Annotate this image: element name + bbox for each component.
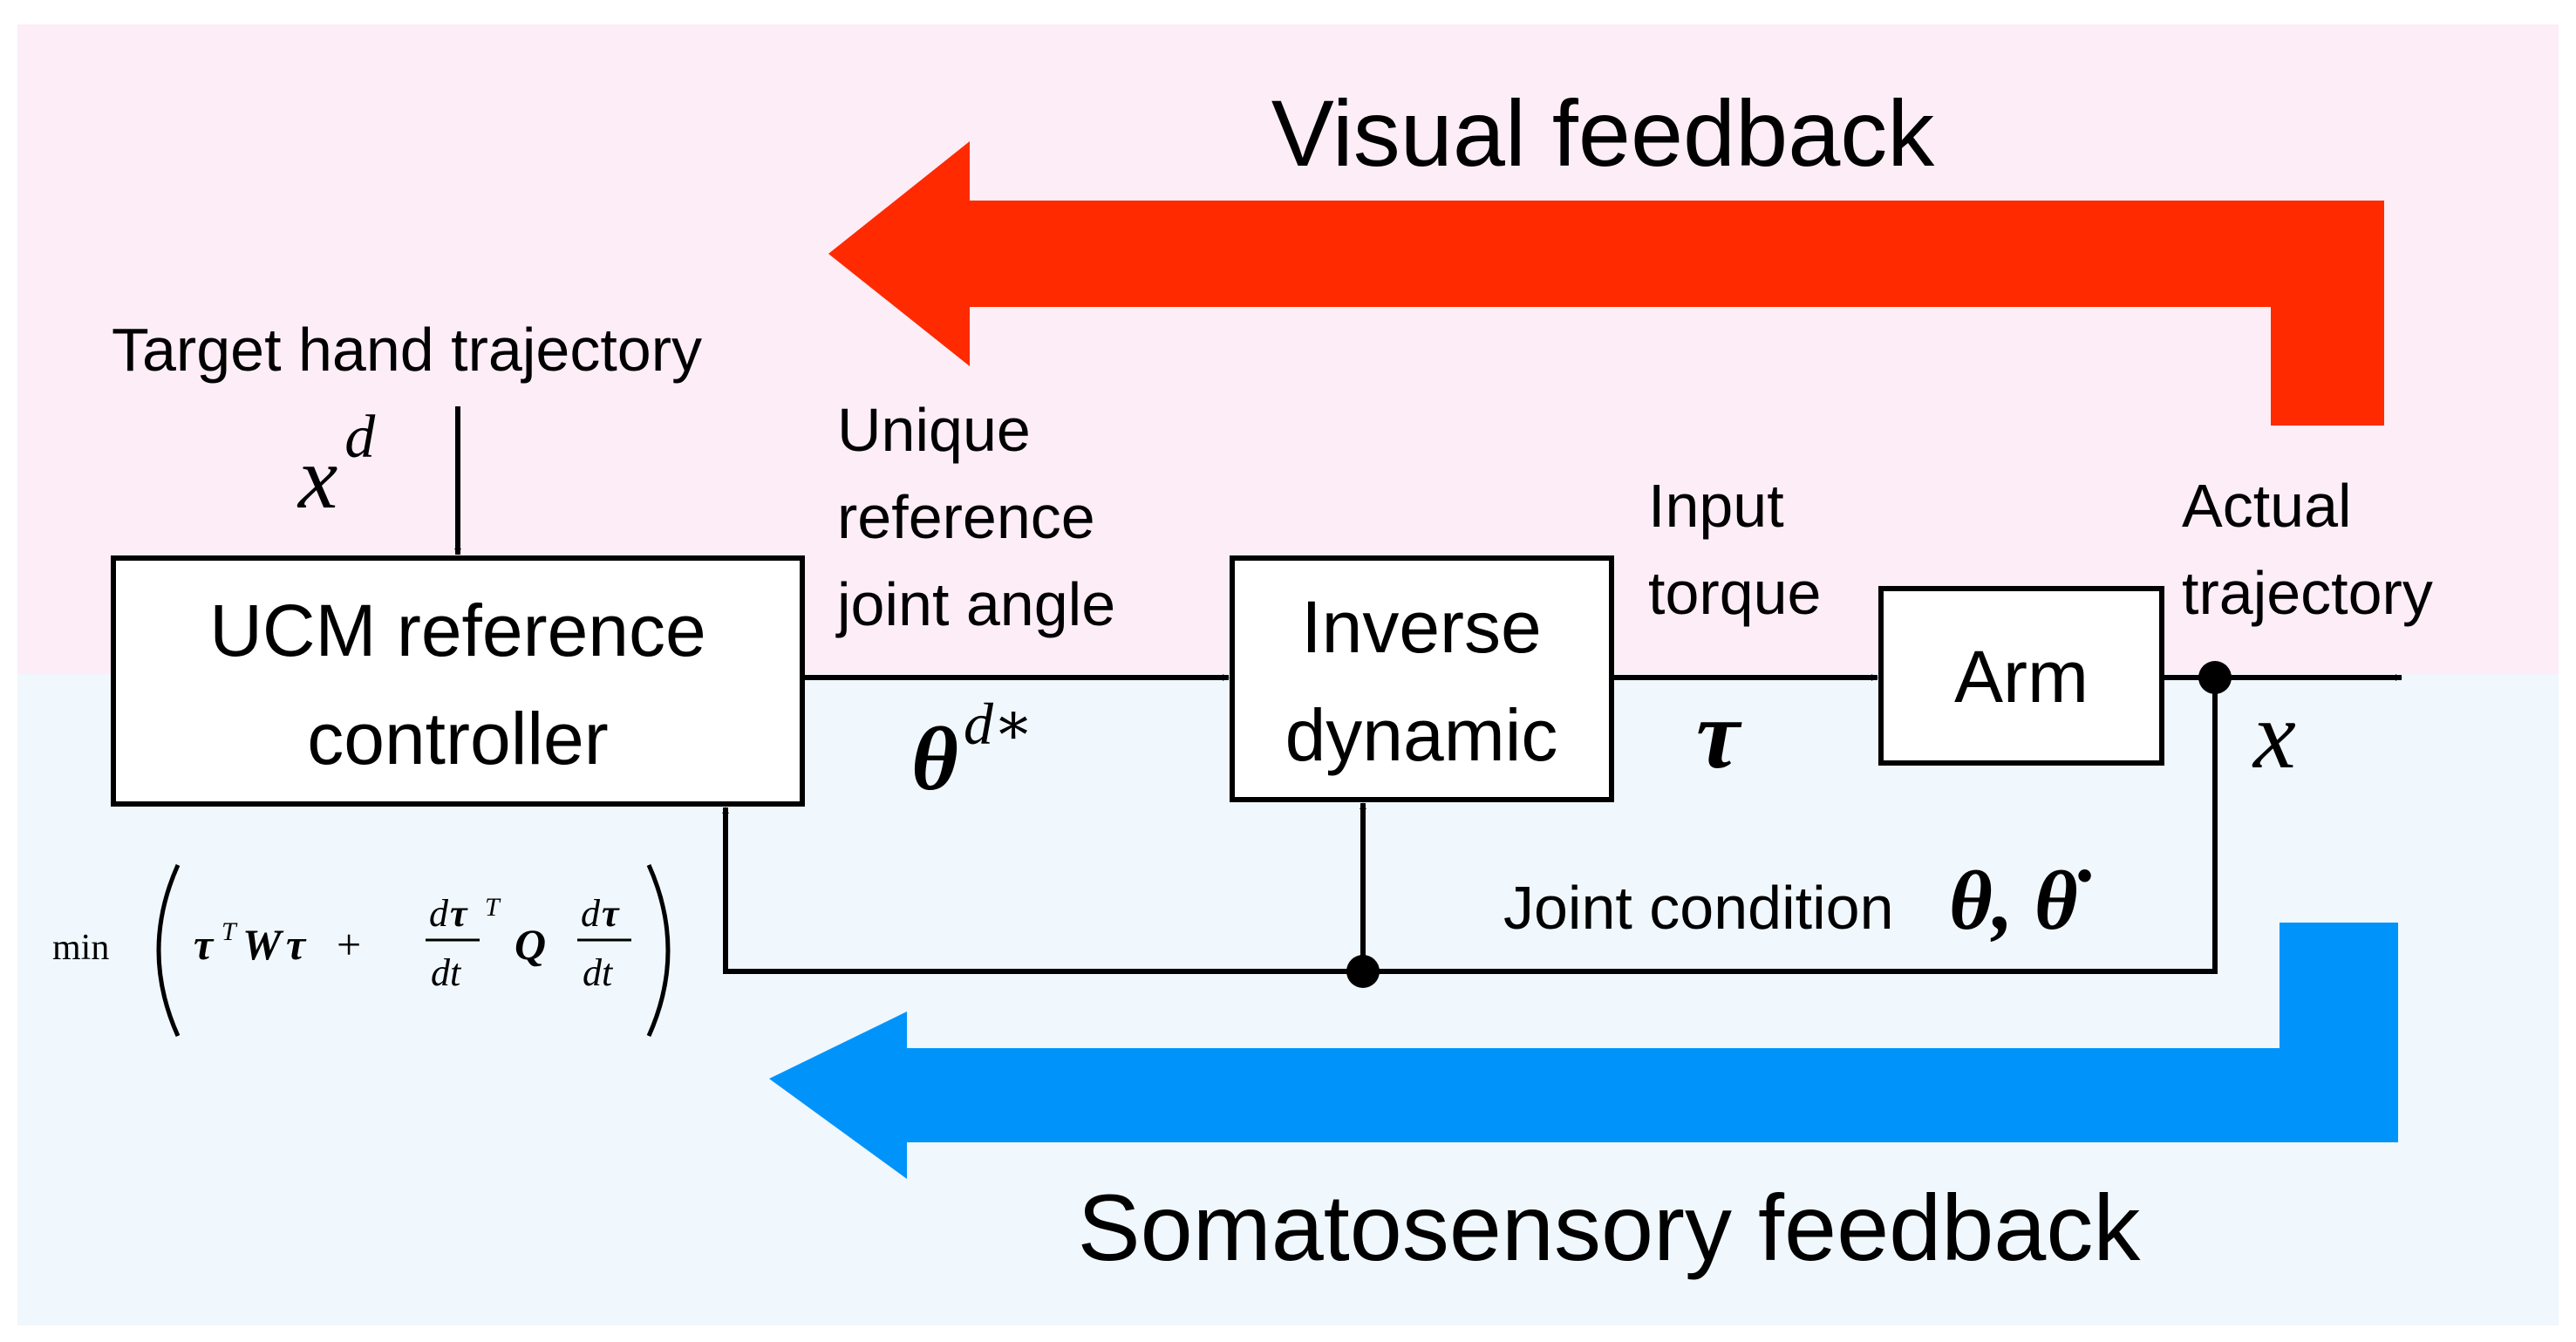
- unique-ref-line1: Unique: [837, 396, 1031, 464]
- actual-trajectory-line2: trajectory: [2182, 559, 2433, 627]
- frac2-d: d: [581, 892, 601, 935]
- formula-transpose2: T: [485, 893, 501, 922]
- joint-condition-label: Joint condition: [1503, 874, 1894, 942]
- somatosensory-feedback-title: Somatosensory feedback: [1078, 1175, 2142, 1280]
- formula-transpose1: T: [221, 917, 238, 946]
- frac1-d: d: [429, 892, 449, 935]
- inverse-dynamic-block: [1230, 555, 1614, 802]
- visual-feedback-title: Visual feedback: [1271, 80, 1936, 186]
- input-torque-line1: Input: [1648, 472, 1784, 540]
- visual-feedback-arrow: [828, 141, 2384, 426]
- target-hand-trajectory-label: Target hand trajectory: [112, 316, 702, 384]
- formula-fraction2: d τ dt: [577, 892, 631, 994]
- formula-Q: Q: [515, 920, 546, 969]
- frac2-dt: dt: [583, 951, 614, 994]
- formula-fraction1: d τ dt: [426, 892, 480, 994]
- input-torque-line2: torque: [1648, 559, 1821, 627]
- feedback-branch-dot: [1346, 955, 1380, 988]
- joint-condition-symbols: θ, θ̇: [1949, 854, 2092, 947]
- actual-symbol: x: [2252, 682, 2296, 788]
- unique-ref-line2: reference: [837, 483, 1095, 551]
- formula-left-paren: [156, 863, 181, 1038]
- target-superscript: d: [344, 404, 376, 471]
- theta-ref-symbol: θd∗: [911, 691, 1033, 809]
- output-branch-dot: [2198, 661, 2232, 694]
- ucm-block-line1: UCM reference: [209, 589, 706, 671]
- ucm-block-line2: controller: [307, 698, 608, 780]
- formula-plus: +: [337, 920, 361, 969]
- somatosensory-feedback-arrow: [769, 923, 2398, 1179]
- frac2-tau: τ: [602, 892, 620, 935]
- actual-trajectory-line1: Actual: [2182, 472, 2352, 540]
- frac1-dt: dt: [431, 951, 462, 994]
- inverse-block-line1: Inverse: [1301, 586, 1541, 668]
- target-x: x: [296, 429, 337, 528]
- unique-ref-line3: joint angle: [835, 570, 1115, 638]
- formula-tau2: τ: [286, 920, 307, 969]
- frac1-tau: τ: [450, 892, 468, 935]
- inverse-block-line2: dynamic: [1285, 694, 1558, 776]
- formula-W: W: [242, 920, 284, 969]
- theta-ref-theta: θ: [911, 709, 958, 809]
- tau-symbol: τ: [1696, 681, 1742, 789]
- arm-block-label: Arm: [1954, 636, 2089, 718]
- joint-feedback-line: [722, 678, 2218, 974]
- optimization-formula: min τ T W τ + d τ dt T Q d τ dt: [52, 863, 671, 1038]
- formula-right-paren: [646, 863, 671, 1038]
- theta-ref-superscript: d∗: [964, 691, 1033, 757]
- ucm-reference-controller-block: [111, 555, 805, 807]
- formula-tau1: τ: [194, 920, 215, 969]
- formula-min: min: [52, 928, 109, 968]
